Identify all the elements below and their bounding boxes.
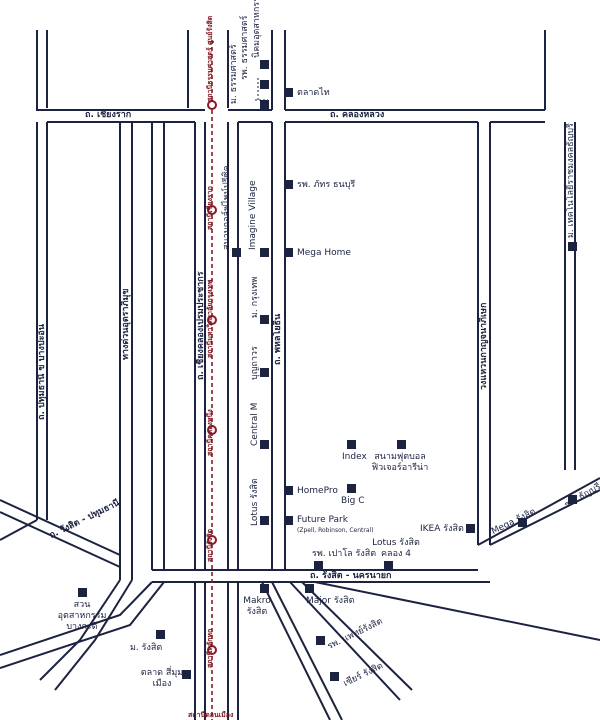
station-marker <box>207 425 217 435</box>
road-segment <box>564 122 576 470</box>
place-marker <box>260 60 269 69</box>
place-thammasat-hosp: รพ. ธรรมศาสตร์ <box>240 15 250 80</box>
place-mega-home: Mega Home <box>297 248 351 258</box>
place-marker <box>568 495 577 504</box>
station-label-kitchakon: สถานีมหาวิทยาลัยกรุงเทพ <box>206 279 214 358</box>
place-thammasat-trade: นิคมอุตสาหกรรม บางกระ <box>252 0 262 58</box>
road-segment <box>39 579 133 691</box>
road-segment <box>0 519 38 541</box>
station-marker <box>207 315 217 325</box>
place-marker <box>518 518 527 527</box>
place-marker <box>260 368 269 377</box>
place-paolo-hosp: รพ. เปาโล รังสิต <box>312 549 377 559</box>
place-marker <box>260 440 269 449</box>
place-index: Index <box>342 452 367 462</box>
road-segment <box>289 581 413 701</box>
place-marker <box>284 516 293 525</box>
place-lotus-rangsit: Lotus รังสิต <box>250 478 260 526</box>
place-big-c: Big C <box>341 496 365 506</box>
place-thammasat-uni: ม. ธรรมศาสตร์ <box>229 44 239 104</box>
place-marker <box>232 248 241 257</box>
place-talat-thai: ตลาดไท <box>297 88 330 98</box>
place-bangkok-uni: ม. กรุงเทพ <box>250 276 260 318</box>
place-marker <box>384 561 393 570</box>
road-segment <box>477 122 491 545</box>
place-makro: Makro รังสิต <box>243 596 271 617</box>
road-label-khlong-luang: ถ. คลองหลวง <box>330 110 385 120</box>
place-ikea: IKEA รังสิต <box>420 524 464 534</box>
place-major: Major รังสิต <box>306 596 355 606</box>
station-label-lak-hok: สถานีหลักหก <box>206 628 214 668</box>
place-central-m: Central M <box>250 402 260 446</box>
place-future-park-sub: (Zpell, Robinson, Central) <box>297 527 374 534</box>
place-marker <box>330 672 339 681</box>
station-label-don-mueang: สถานีดอนเมือง <box>188 711 234 719</box>
road-label-pathum-bangpa: ถ. ปทุมธานี ข บางปะอิน <box>37 324 47 420</box>
road-segment <box>194 582 206 720</box>
place-marker <box>156 630 165 639</box>
place-stadium: สนามกอล์ฟไพน์ปรีซิค <box>222 165 232 250</box>
place-marker <box>78 588 87 597</box>
road-segment <box>119 122 133 580</box>
road-segment <box>36 122 48 520</box>
place-marker <box>347 484 356 493</box>
place-marker <box>182 670 191 679</box>
place-marker <box>260 315 269 324</box>
road-label-kanchanaphisek: วงแหวนกาญจนาภิเษก <box>479 302 489 390</box>
road-segment <box>314 581 600 641</box>
station-label-rangsit: สถานีรังสิต <box>206 528 214 562</box>
place-marker <box>347 440 356 449</box>
place-marker <box>284 180 293 189</box>
road-segment <box>477 477 600 546</box>
place-bunkawan: บุญถาวร <box>250 346 260 380</box>
station-label-khlong-nueng: สถานีคลองหนึ่ง <box>206 409 214 456</box>
road-segment <box>0 581 165 669</box>
road-segment <box>271 122 286 570</box>
road-segment <box>36 30 205 111</box>
place-rangsit-uni: ม. รังสิต <box>130 643 163 653</box>
station-label-chiang-rak: สถานีเชียงราก <box>206 186 214 230</box>
place-marker <box>397 440 406 449</box>
road-segment <box>261 581 343 720</box>
station-marker <box>207 205 217 215</box>
place-phatra-hosp: รพ. ภัทร ธนบุรี <box>297 180 356 190</box>
place-marker <box>260 516 269 525</box>
place-marker <box>466 524 475 533</box>
place-future-park: Future Park <box>297 515 348 525</box>
place-marker <box>260 248 269 257</box>
road-segment <box>0 499 121 568</box>
place-simummuang: ตลาด สี่มุมเมือง <box>140 668 184 689</box>
place-marker <box>314 561 323 570</box>
place-pathum-industrial: สวนอุตสาหกรรม บางกะดี <box>57 600 107 632</box>
road-label-uttaraphimuk: ทางด่วนอุตราภิมุข <box>121 288 131 360</box>
road-label-chiang-rak: ถ. เชียงราก <box>85 110 132 120</box>
station-marker <box>207 645 217 655</box>
road-segment <box>151 122 165 570</box>
place-homepro: HomePro <box>297 486 338 496</box>
place-lotus-k4: Lotus รังสิต คลอง 4 <box>372 538 420 559</box>
place-marker <box>260 80 269 89</box>
road-label-rangsit-nakhonnayok: ถ. รังสิต - นครนายก <box>310 571 392 581</box>
place-marker <box>260 584 269 593</box>
place-tech-uni: ม. เทคโนโลยีราชมงคลธัญบุรี <box>566 123 576 238</box>
road-segment <box>271 30 286 110</box>
station-marker <box>207 100 217 110</box>
place-marker <box>305 584 314 593</box>
road-segment <box>194 122 206 570</box>
place-marker <box>284 88 293 97</box>
place-marker <box>284 486 293 495</box>
road-segment <box>227 122 239 570</box>
place-marker <box>568 242 577 251</box>
road-label-phahonyothin: ถ. พหลโยธิน <box>273 313 283 365</box>
place-marker <box>260 100 269 109</box>
station-marker <box>207 535 217 545</box>
place-marker <box>284 248 293 257</box>
place-future-arena: สนามฟุตบอล ฟิวเจอร์อารีน่า <box>371 452 429 473</box>
place-imagine-village: Imagine Village <box>248 180 258 250</box>
road-segment <box>227 582 239 720</box>
place-marker <box>316 636 325 645</box>
station-label-thammasat: สถานีธรรมศาสตร์ ศูนย์รังสิต <box>206 15 214 102</box>
